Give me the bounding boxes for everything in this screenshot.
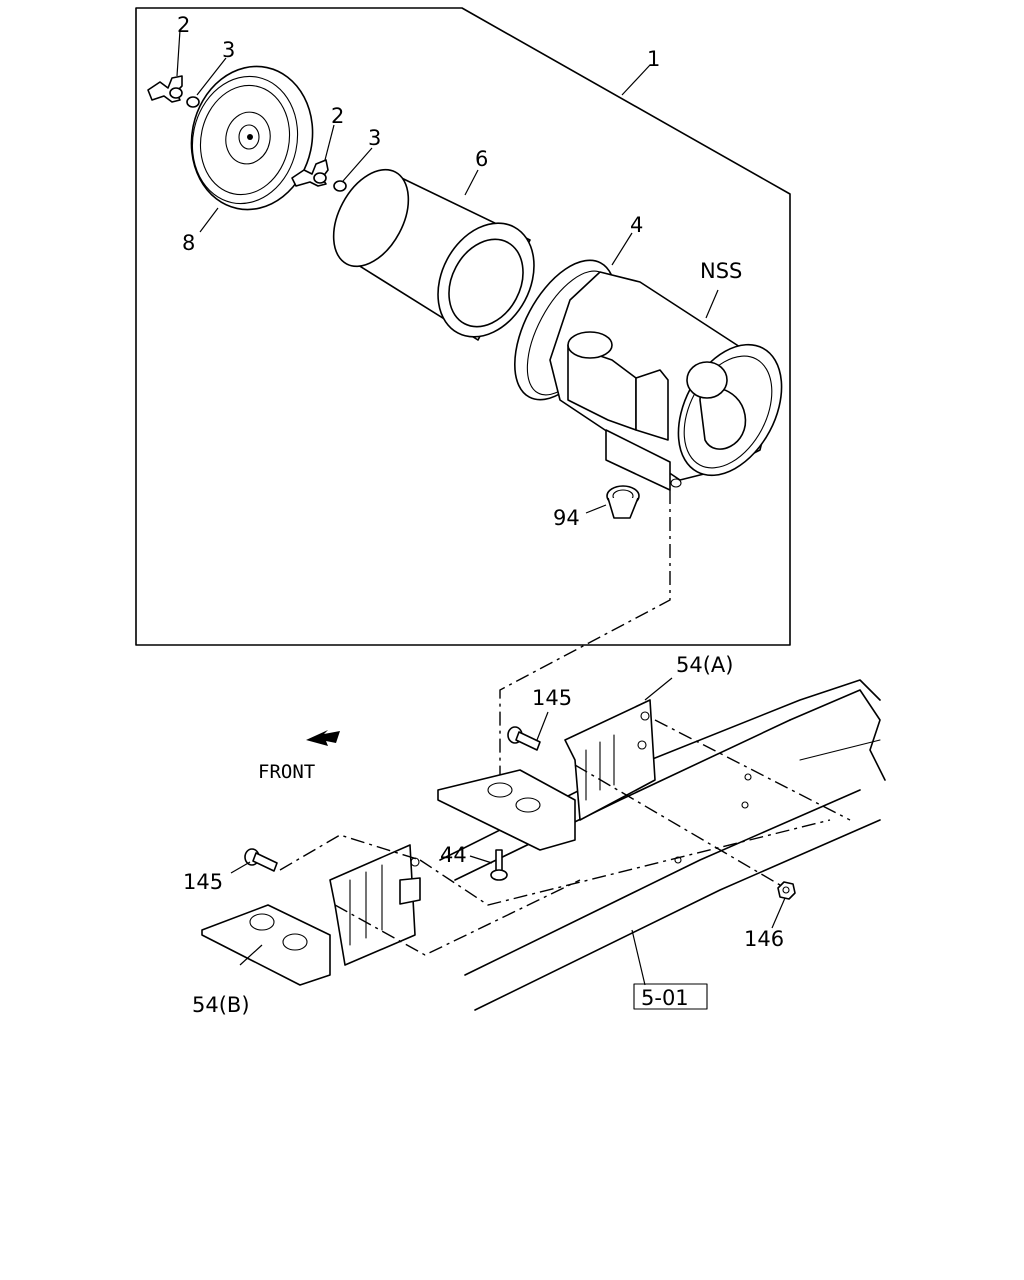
bracket-54a [437,699,656,851]
callout-1: 1 [647,47,660,71]
callout-3-upper: 3 [222,38,235,62]
front-label: FRONT [258,761,315,783]
callout-145-lower: 145 [183,870,223,894]
callout-146: 146 [744,927,784,951]
mount-centerline [499,490,671,810]
reference-label: 5-01 [641,986,689,1010]
chassis-frame [439,679,886,1011]
washer-upper [186,96,200,108]
reference-box [633,983,708,1010]
bolt-145-upper [507,726,541,751]
wing-bolt-upper [147,75,183,103]
filter-element [332,168,535,341]
bolt-145-lower [244,848,278,872]
callout-145-upper: 145 [532,686,572,710]
callout-3-lower: 3 [368,126,381,150]
leader-lines [176,29,786,986]
nut-146 [777,881,796,900]
callout-54b: 54(B) [192,993,250,1017]
alignment-lines [279,719,851,956]
cover-plate [190,65,314,211]
callout-8: 8 [182,231,195,255]
callout-94: 94 [553,506,580,530]
front-arrow-icon [306,730,340,746]
assembly-outline [135,7,791,646]
bracket-54b [201,844,421,986]
callout-4: 4 [630,213,643,237]
washer-lower [333,180,347,192]
callout-44: 44 [440,843,467,867]
callout-54a: 54(A) [676,653,733,677]
drain-valve [606,485,640,519]
callout-2-lower: 2 [331,104,344,128]
callout-2-upper: 2 [177,13,190,37]
filter-housing [549,271,783,491]
bolt-44 [490,849,508,881]
callout-nss: NSS [700,259,742,283]
callout-6: 6 [475,147,488,171]
wing-bolt-lower [291,159,329,187]
